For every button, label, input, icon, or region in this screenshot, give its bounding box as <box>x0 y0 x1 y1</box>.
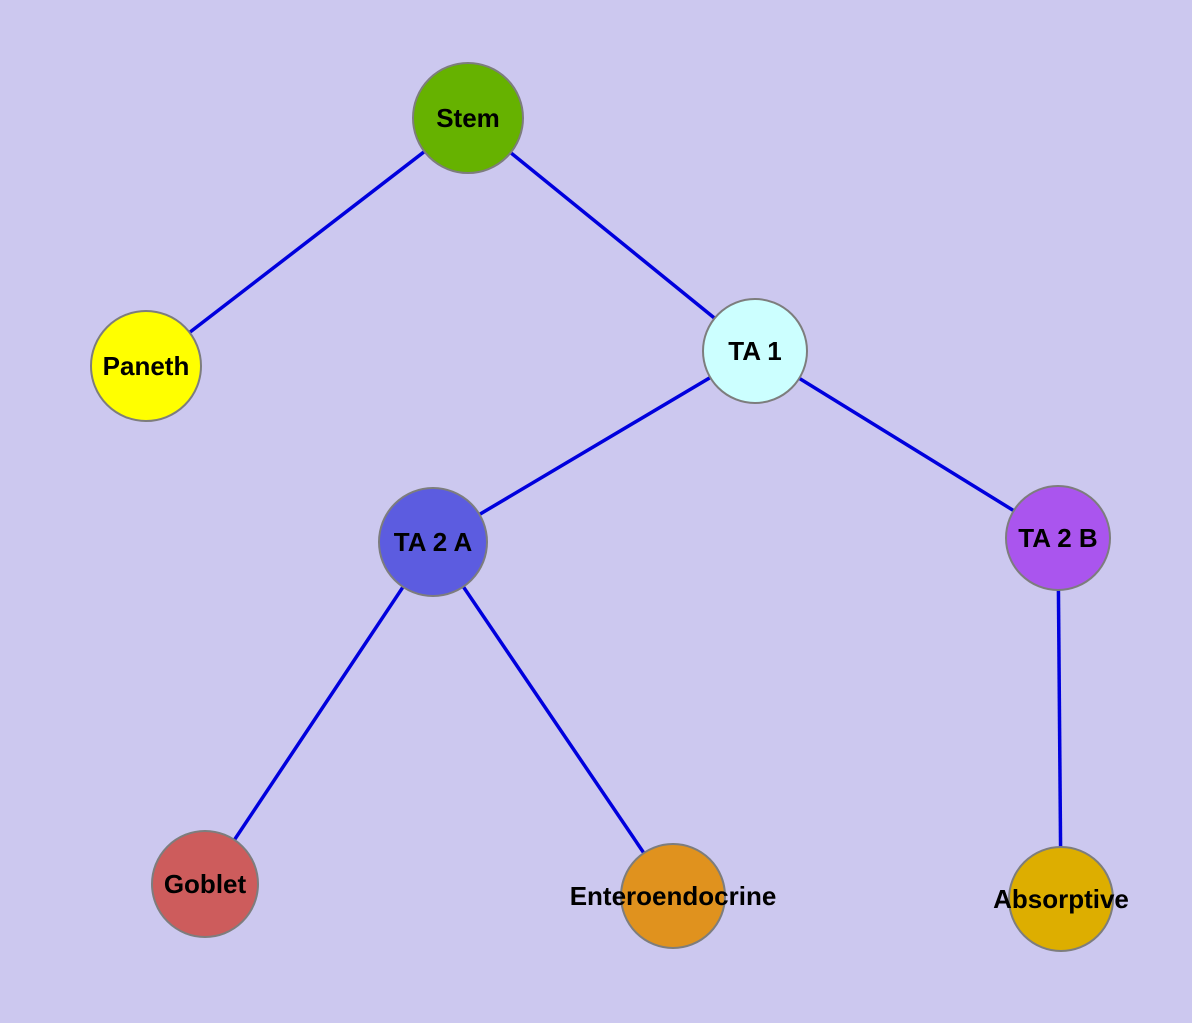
edge-ta-2-a-goblet[interactable] <box>203 541 435 885</box>
node-ta-1[interactable]: TA 1 <box>702 298 808 404</box>
node-ta-2-a-circle[interactable] <box>378 487 488 597</box>
node-goblet[interactable]: Goblet <box>151 830 259 938</box>
node-stem-circle[interactable] <box>412 62 524 174</box>
node-ta-1-circle[interactable] <box>702 298 808 404</box>
node-ta-2-b-circle[interactable] <box>1005 485 1111 591</box>
node-absorptive-circle[interactable] <box>1008 846 1114 952</box>
node-paneth-circle[interactable] <box>90 310 202 422</box>
edge-ta-2-a-enteroendocrine[interactable] <box>431 541 675 897</box>
node-goblet-circle[interactable] <box>151 830 259 938</box>
node-stem[interactable]: Stem <box>412 62 524 174</box>
node-absorptive[interactable]: Absorptive <box>993 846 1129 952</box>
edge-stem-ta-1[interactable] <box>466 116 757 353</box>
node-paneth[interactable]: Paneth <box>90 310 202 422</box>
edge-ta-1-ta-2-b[interactable] <box>754 349 1059 540</box>
node-enteroendocrine[interactable]: Enteroendocrine <box>570 843 777 949</box>
edge-ta-1-ta-2-a[interactable] <box>432 349 756 544</box>
edge-ta-2-b-absorptive[interactable] <box>1056 537 1063 900</box>
node-enteroendocrine-circle[interactable] <box>620 843 726 949</box>
node-ta-2-a[interactable]: TA 2 A <box>378 487 488 597</box>
edge-stem-paneth[interactable] <box>144 116 470 368</box>
node-ta-2-b[interactable]: TA 2 B <box>1005 485 1111 591</box>
edges-layer <box>144 116 1063 900</box>
